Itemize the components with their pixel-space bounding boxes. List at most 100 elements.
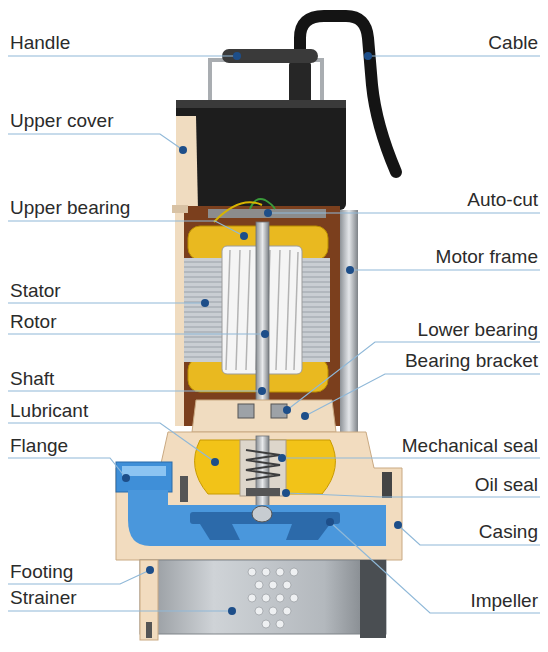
bolt [180,476,188,502]
leader-line [8,134,183,150]
leader-line [8,610,232,611]
housing-wall [175,206,184,426]
strainer [140,560,386,634]
footing [360,560,386,638]
bolt [382,472,392,498]
leader-dots [122,52,402,615]
part-label: Rotor [10,311,56,333]
leader-line [282,457,540,458]
part-label: Casing [479,521,538,543]
strainer-hole [248,594,256,602]
part-label: Cable [488,32,538,54]
leader-line [330,522,540,613]
strainer-hole [290,594,298,602]
part-label: Stator [10,280,61,302]
part-label: Shaft [10,368,54,390]
leader-line [8,423,215,462]
strainer-hole [290,568,298,576]
lower-bearing [238,404,254,418]
leader-dot [394,521,402,529]
strainer-hole [262,594,270,602]
leader-dot [283,406,291,414]
part-label: Footing [10,561,73,583]
part-label: Handle [10,32,70,54]
leader-dot [264,209,272,217]
leader-line [8,55,237,56]
leader-line [368,55,540,56]
leader-dot [364,52,372,60]
cable-gland [289,62,311,104]
impeller-nut [252,506,272,522]
leader-dot [346,266,354,274]
motor-wire [214,202,262,222]
leader-dot [282,489,290,497]
part-label: Motor frame [436,246,538,268]
upper-cover [176,100,346,210]
leader-dot [179,146,187,154]
housing-rim [172,205,188,213]
leader-line [8,390,262,391]
outlet-flange [116,462,172,492]
strainer-hole [276,620,284,628]
outlet-opening [122,466,166,476]
part-label: Auto-cut [467,189,538,211]
leader-line [305,374,540,416]
strainer-hole [262,620,270,628]
leader-dot [326,518,334,526]
part-label: Strainer [10,587,77,609]
auto-cut-wire [250,199,275,209]
cover-top [176,100,346,108]
strainer-hole [255,607,263,615]
oil-seal [246,488,280,496]
strainer-hole [283,581,291,589]
part-label: Oil seal [475,474,538,496]
part-label: Bearing bracket [405,350,538,372]
strainer-hole [276,568,284,576]
cover-section [176,116,198,210]
leader-dot [146,566,154,574]
leader-dot [240,232,248,240]
strainer-hole [262,568,270,576]
motor-frame-rod [340,210,358,452]
strainer-hole [276,594,284,602]
strainer-hole [248,568,256,576]
impeller-vane [200,524,330,540]
handle-grip [222,49,318,63]
leader-dot [261,330,269,338]
strainer-holes [248,568,298,628]
footing [140,560,158,640]
leader-line [268,212,540,213]
leader-dot [278,454,286,462]
strainer-hole [255,581,263,589]
leader-dot [122,474,130,482]
handle-frame [210,60,322,102]
leader-lines [8,56,540,613]
part-label: Flange [10,435,68,457]
leader-line [8,458,126,478]
leader-line [287,342,540,410]
leader-line [8,221,244,236]
footing-bolt [146,622,152,638]
part-label: Impeller [470,590,538,612]
part-label: Lubricant [10,400,88,422]
leader-line [350,269,540,270]
leader-dot [228,607,236,615]
leader-dot [233,52,241,60]
leader-line [8,302,205,303]
part-label: Lower bearing [418,319,538,341]
mechanical-seal-spring [246,450,280,480]
part-label: Mechanical seal [402,435,538,457]
strainer-hole [283,607,291,615]
impeller-chamber [128,505,386,546]
leader-dot [211,458,219,466]
leader-dot [201,299,209,307]
part-label: Upper bearing [10,197,130,219]
part-label: Upper cover [10,110,114,132]
leader-dot [301,412,309,420]
bearing-bracket [192,400,336,432]
strainer-hole [269,581,277,589]
leader-dot [258,387,266,395]
leader-line [8,333,265,334]
